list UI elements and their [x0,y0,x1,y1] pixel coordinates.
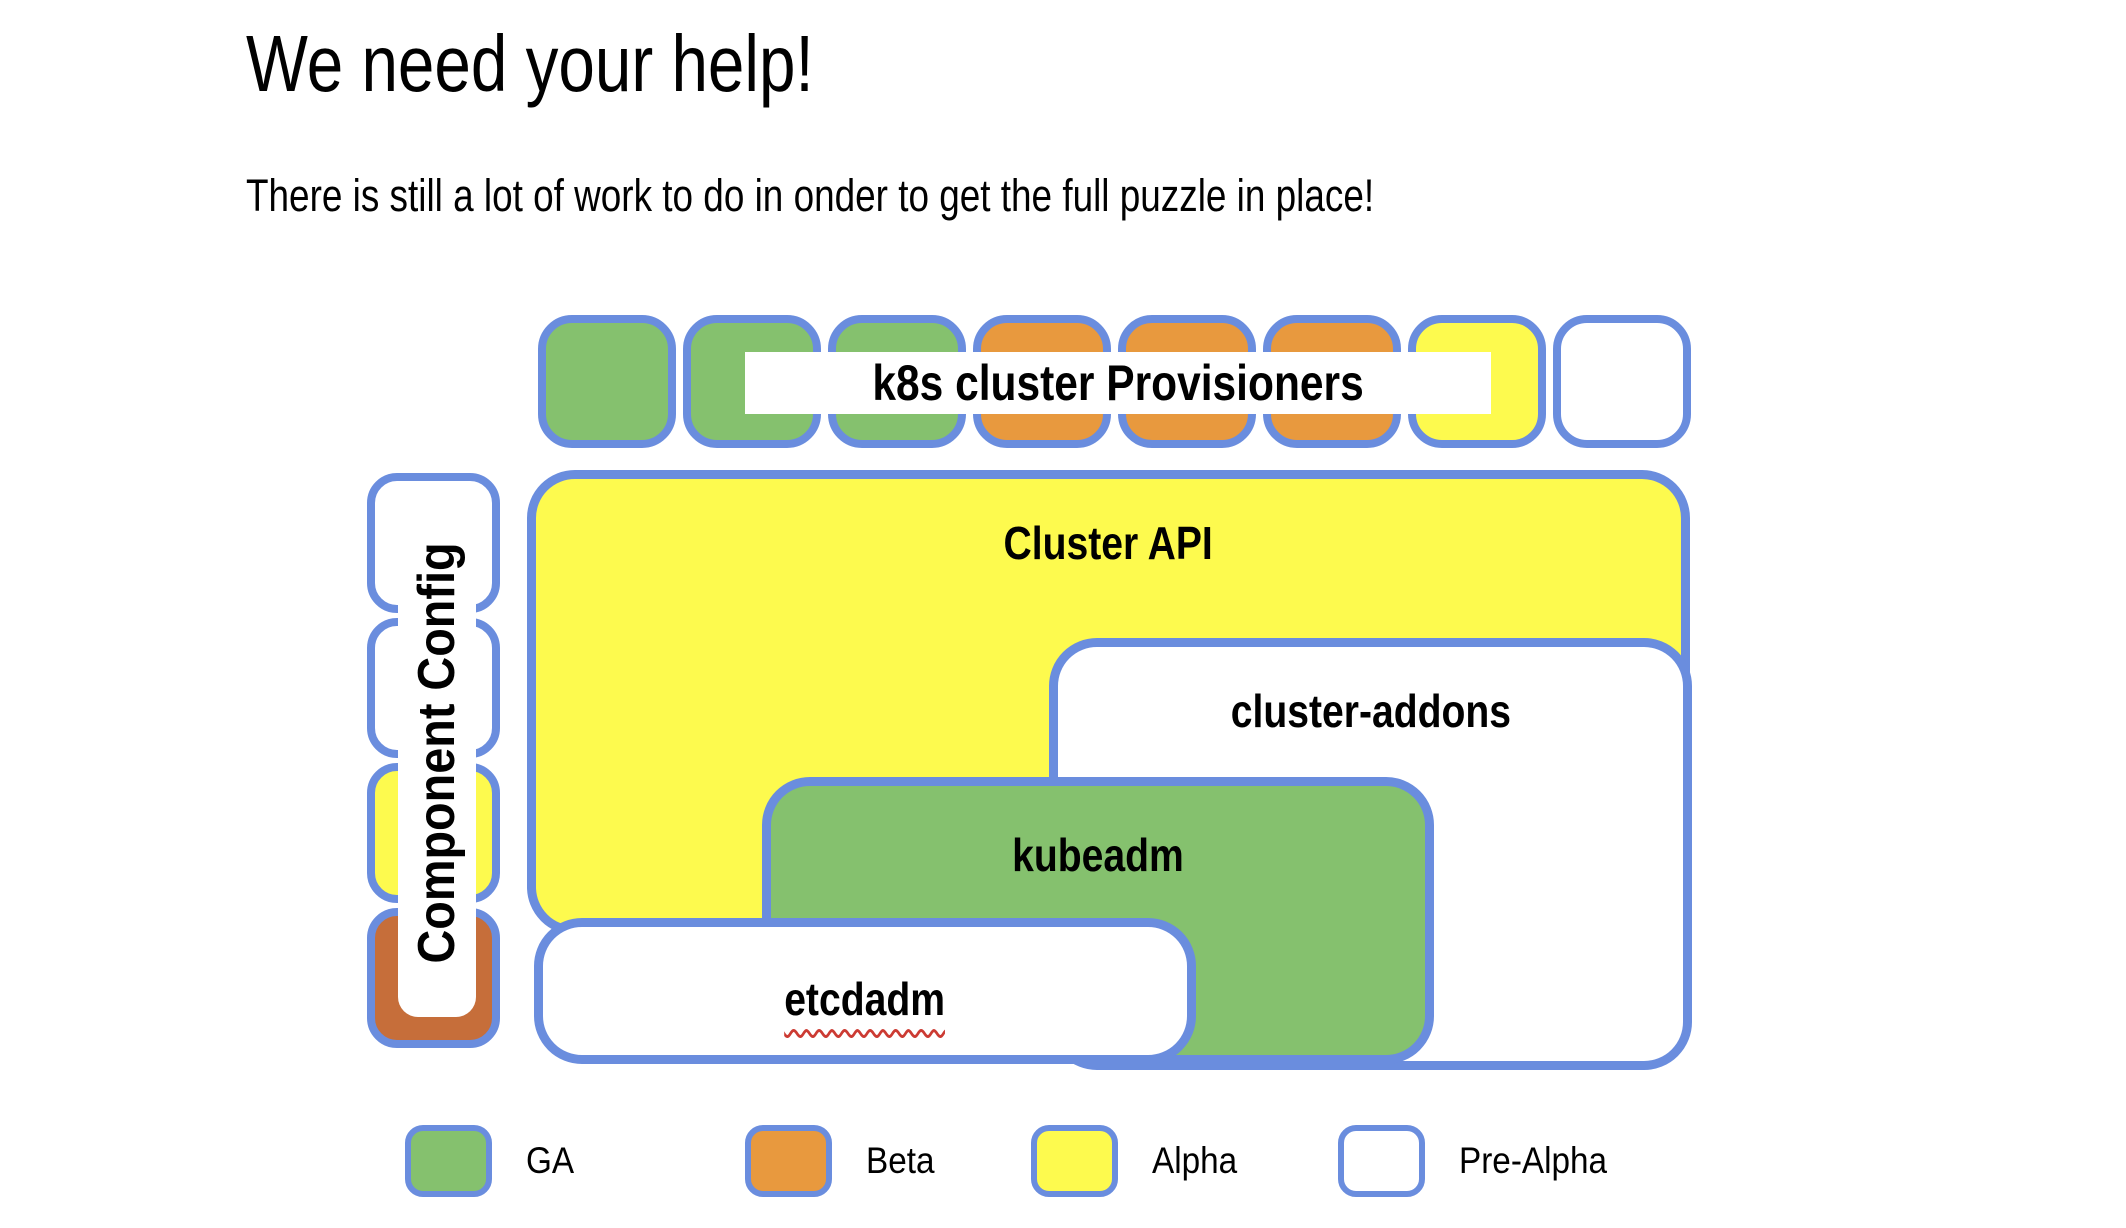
legend-label-pre-alpha: Pre-Alpha [1459,1140,1608,1181]
etcdadm-label-wrap: etcdadm [534,972,1196,1026]
legend-item-pre-alpha: Pre-Alpha [1338,1125,1624,1197]
page-title-text: We need your help! [246,19,814,108]
kubeadm-label-wrap: kubeadm [762,828,1434,882]
legend-label-alpha: Alpha [1152,1140,1238,1181]
legend-item-ga: GA [405,1125,579,1197]
etcdadm-label: etcdadm [784,973,946,1025]
legend-swatch-alpha [1031,1125,1118,1197]
page-subtitle: There is still a lot of work to do in on… [246,170,1622,222]
kubeadm-label: kubeadm [1012,829,1184,881]
cluster-addons-label: cluster-addons [1230,685,1511,737]
cluster-addons-label-wrap: cluster-addons [1049,684,1692,738]
provisioner-block-1 [538,315,676,448]
legend-swatch-ga [405,1125,492,1197]
legend-swatch-pre-alpha [1338,1125,1425,1197]
legend-label-ga: GA [526,1140,575,1181]
legend-swatch-beta [745,1125,832,1197]
cluster-api-label: Cluster API [1003,517,1214,569]
component-config-label: Component Config [408,541,466,964]
cluster-api-label-wrap: Cluster API [527,516,1690,570]
etcdadm-block [534,918,1196,1064]
page-title: We need your help! [246,18,938,110]
legend-label-beta: Beta [866,1140,935,1181]
component-config-label-strip: Component Config [398,488,476,1017]
provisioners-label: k8s cluster Provisioners [872,355,1364,411]
provisioner-block-8 [1553,315,1691,448]
legend-item-beta: Beta [745,1125,942,1197]
provisioners-label-box: k8s cluster Provisioners [745,352,1491,414]
page-subtitle-text: There is still a lot of work to do in on… [246,170,1375,221]
legend-item-alpha: Alpha [1031,1125,1247,1197]
